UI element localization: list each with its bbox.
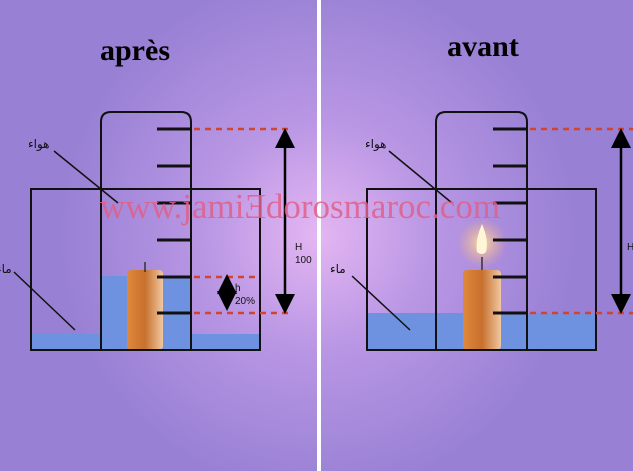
basin <box>30 188 261 351</box>
water-pointer <box>351 275 411 331</box>
watermark: www.jamiƎdorosmaroc.com <box>100 187 500 226</box>
panel-title: avant <box>447 30 519 63</box>
air-label: هواء <box>365 137 387 152</box>
divider <box>317 0 321 471</box>
water-label: ماء <box>330 262 346 276</box>
H-label: H <box>627 242 633 253</box>
h-value: 20% <box>235 296 255 307</box>
air-pointer <box>388 150 453 204</box>
candle <box>127 270 163 350</box>
basin <box>366 188 597 351</box>
flame <box>476 224 487 254</box>
graduation-ticks <box>157 127 191 315</box>
panel-before: avant H هواء ماء <box>330 30 633 351</box>
graduation-ticks <box>493 127 527 315</box>
h-label: h <box>235 283 241 294</box>
air-label: هواء <box>28 137 50 152</box>
H-value: 100 <box>295 255 312 266</box>
water-label: ماء <box>0 262 12 276</box>
panel-title: après <box>100 34 170 67</box>
water-pointer <box>13 271 76 331</box>
H-label: H <box>295 242 302 253</box>
air-pointer <box>53 150 119 204</box>
graduated-cylinder <box>435 111 528 350</box>
panel-after: après H 100 h 20% هواء ماء <box>0 34 312 351</box>
graduated-cylinder <box>100 111 192 350</box>
candle <box>463 270 501 350</box>
